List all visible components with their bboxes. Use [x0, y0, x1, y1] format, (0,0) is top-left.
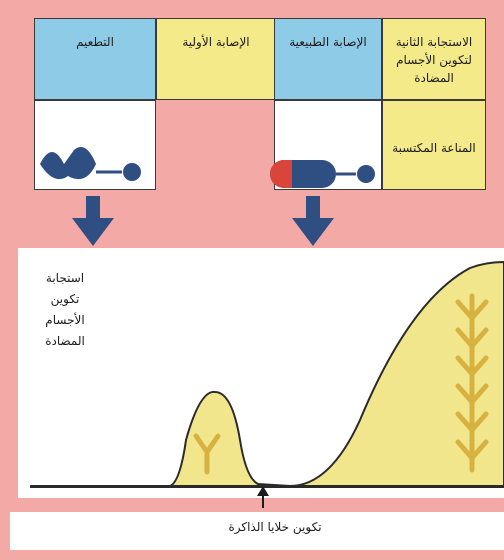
header-grid: التطعيم الإصابة الأولية الإصابة الطبيعية…	[34, 18, 486, 100]
memory-cells-marker-arrow	[257, 486, 269, 508]
vaccine-antigen-icon	[40, 147, 141, 181]
primary-infection-label: الإصابة الأولية	[182, 35, 250, 49]
caption-strip	[10, 512, 504, 550]
acquired-immunity-cell: المناعة المكتسبة	[382, 100, 486, 190]
primary-antibody-icon	[193, 433, 221, 475]
infection-down-arrow	[292, 196, 334, 246]
natural-infection-label: الإصابة الطبيعية	[289, 35, 367, 49]
secondary-response-cell: الاستجابة الثانية لتكوين الأجسام المضادة	[382, 18, 486, 100]
secondary-response-label: الاستجابة الثانية لتكوين الأجسام المضادة	[395, 35, 473, 85]
pathogen-icon	[270, 160, 375, 188]
vaccination-cell: التطعيم	[34, 18, 156, 100]
y-axis-label: استجابة تكوين الأجسام المضادة	[45, 271, 85, 348]
antibody-response-curve	[30, 260, 504, 488]
vaccination-label: التطعيم	[76, 35, 114, 49]
vaccine-down-arrow	[72, 196, 114, 246]
acquired-immunity-label: المناعة المكتسبة	[392, 141, 476, 155]
secondary-antibody-stack-icon	[455, 293, 489, 473]
natural-infection-cell: الإصابة الطبيعية	[274, 18, 382, 100]
memory-cells-label: تكوين خلايا الذاكرة	[228, 520, 322, 534]
